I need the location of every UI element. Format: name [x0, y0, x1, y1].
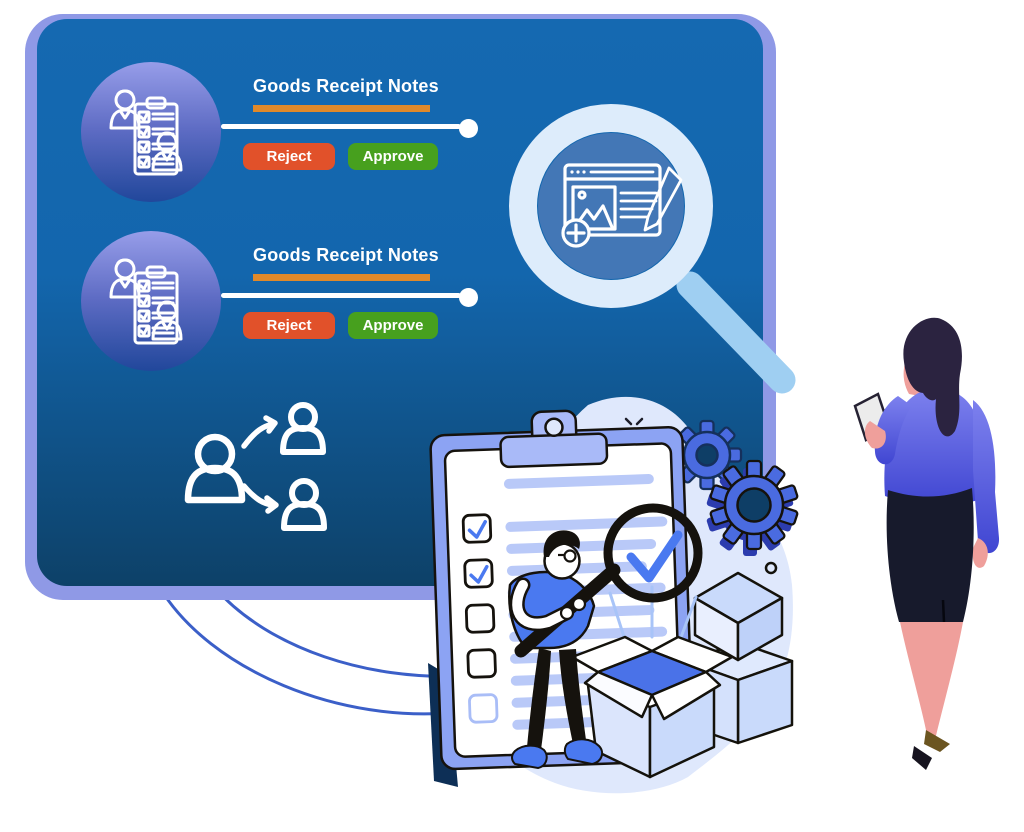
small-cube [693, 571, 784, 662]
woman-arm-left [874, 396, 912, 465]
magnifier-lens [538, 133, 684, 279]
magnifier-handle [676, 271, 796, 394]
progress-endpoint-dot [459, 288, 478, 307]
progress-endpoint-dot [459, 119, 478, 138]
grn-row: Goods Receipt Notes Reject Approve [25, 14, 776, 214]
gear-icon-large [706, 459, 799, 556]
woman-hand-right [972, 538, 988, 568]
person-shoe [563, 738, 604, 766]
person-hand [571, 596, 587, 612]
reject-button[interactable]: Reject [243, 143, 335, 170]
approval-board: Goods Receipt Notes Reject Approve [25, 14, 776, 600]
delegate-users-icon [184, 402, 327, 531]
person-shoe [511, 744, 548, 770]
inspector-person [508, 503, 703, 770]
grn-title: Goods Receipt Notes [253, 76, 439, 96]
receipt-checklist-users-icon [109, 258, 183, 345]
person-arm [512, 580, 571, 629]
shipping-boxes [570, 571, 794, 779]
woman-legs [900, 622, 963, 740]
checklist-verification-illustration [428, 396, 799, 794]
checkbox-empty-light [468, 693, 499, 724]
woman-hand-left [864, 421, 886, 449]
check-magnifier-icon [603, 503, 703, 603]
document-review-magnifier-icon [509, 104, 796, 394]
skirt-slit [941, 599, 946, 623]
checkbox-empty [464, 603, 496, 634]
person-leg [559, 649, 586, 744]
woman-blouse [884, 388, 986, 505]
pencil-icon [643, 166, 683, 232]
clipboard-clip [499, 409, 609, 469]
approve-button[interactable]: Approve [348, 143, 438, 170]
progress-line [221, 293, 461, 298]
open-box [570, 585, 734, 779]
title-underline [253, 105, 430, 112]
receipt-checklist-users-icon [109, 89, 183, 176]
person-hair [543, 530, 580, 557]
checkbox-checked [463, 558, 494, 589]
document-edit-icon [561, 163, 683, 248]
woman-with-phone [853, 317, 1000, 770]
woman-heel [924, 730, 950, 752]
title-underline [253, 274, 430, 281]
person-leg [527, 648, 551, 750]
grn-title: Goods Receipt Notes [253, 245, 439, 265]
approver-avatar [81, 231, 221, 371]
checkbox-checked [461, 513, 493, 544]
woman-heel [912, 746, 932, 770]
woman-hair [903, 317, 962, 437]
dot-decoration [764, 561, 778, 575]
grn-row: Goods Receipt Notes Reject Approve [25, 183, 776, 383]
woman-arm-right [973, 400, 1000, 554]
approve-button[interactable]: Approve [348, 312, 438, 339]
approver-avatar [81, 62, 221, 202]
woman-skirt [886, 488, 974, 622]
progress-line [221, 124, 461, 129]
glasses-icon [563, 549, 577, 563]
reject-button[interactable]: Reject [243, 312, 335, 339]
check-icon [626, 530, 683, 583]
connector-curves [158, 587, 461, 716]
person-hand [559, 605, 575, 621]
checkbox-empty [466, 648, 497, 679]
magnifier-ring [509, 104, 713, 308]
